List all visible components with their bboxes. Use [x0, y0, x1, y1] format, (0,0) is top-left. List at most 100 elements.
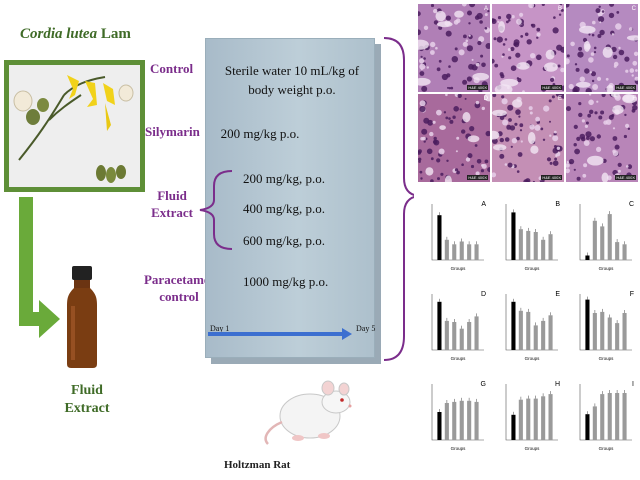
histology-letter: C: [631, 6, 636, 12]
dose-box: [205, 38, 375, 358]
dose-fluid-low: 200 mg/kg, p.o.: [243, 171, 325, 186]
chart-bar: [548, 234, 553, 260]
chart-bar: [600, 394, 605, 440]
chart-bar: [600, 226, 605, 260]
histology-texture: [566, 94, 638, 182]
chart-bar: [607, 317, 612, 350]
dose-paracetamol: 1000 mg/kg p.o.: [243, 274, 329, 289]
histology-tile-a: A H&E 400X: [418, 4, 490, 92]
chart-bar: [437, 215, 442, 260]
chart-bar: [474, 401, 479, 440]
group-label-paracetamol: Paracetamol control: [141, 272, 217, 306]
plant-name: Cordia lutea: [20, 26, 98, 42]
chart-bar: [615, 393, 620, 440]
rat-label: Holtzman Rat: [224, 459, 291, 471]
plant-photo: [4, 60, 145, 192]
chart-bar: [518, 310, 523, 350]
chart-axes: [579, 294, 632, 351]
chart-axes: [505, 384, 558, 441]
chart-xlabel: Groups: [451, 356, 467, 361]
chart-letter: F: [630, 291, 634, 298]
chart-letter: I: [632, 381, 634, 388]
chart-axes: [431, 204, 484, 261]
histology-letter: F: [632, 96, 636, 102]
dose-fluid-high: 600 mg/kg, p.o.: [243, 233, 325, 248]
chart-bar: [622, 393, 627, 440]
chart-bar: [607, 393, 612, 440]
histology-scale-label: H&E 400X: [615, 175, 636, 180]
chart-bar: [615, 242, 620, 260]
chart-bar: [444, 239, 449, 260]
plant-title: Cordia lutea Lam: [20, 26, 150, 43]
chart-bar: [511, 301, 516, 350]
chart-xlabel: Groups: [525, 356, 541, 361]
histology-letter: A: [483, 6, 488, 12]
rat-icon: [264, 380, 352, 445]
chart-bar: [474, 244, 479, 260]
chart-bar: [600, 311, 605, 350]
chart-bar: [533, 232, 538, 260]
dose-control-line2: body weight p.o.: [248, 81, 336, 97]
group-label-silymarin: Silymarin: [145, 124, 200, 139]
day-start-label: Day 1: [210, 324, 230, 333]
chart-bar: [459, 328, 464, 350]
chart-bar: [533, 325, 538, 350]
chart-xlabel: Groups: [599, 446, 615, 451]
chart-letter: A: [481, 201, 486, 208]
chart-axes: [505, 204, 558, 261]
bottle-icon: [67, 266, 97, 368]
chart-bar: [467, 400, 472, 440]
chart-bar: [607, 214, 612, 260]
group-label-fluid-line1: Fluid: [157, 188, 187, 203]
chart-bar: [467, 244, 472, 260]
chart-bar: [444, 320, 449, 350]
green-arrow-stem: [19, 197, 33, 325]
fluid-bracket: [199, 170, 233, 250]
chart-xlabel: Groups: [451, 266, 467, 271]
plant-illustration: [9, 65, 140, 187]
group-label-fluid-extract: Fluid Extract: [147, 188, 197, 222]
chart-letter: E: [555, 291, 560, 298]
chart-axes: [579, 204, 632, 261]
dose-control: Sterile water 10 mL/kg of body weight p.…: [212, 62, 372, 100]
chart-bar: [622, 244, 627, 260]
chart-bar: [526, 230, 531, 260]
chart-axes: [431, 384, 484, 441]
group-label-fluid-line2: Extract: [151, 204, 193, 220]
dose-control-line1: Sterile water 10 mL/kg of: [224, 63, 360, 78]
chart-bar: [615, 323, 620, 350]
chart-bar: [452, 322, 457, 350]
chart-bar: [511, 414, 516, 440]
chart-bar: [518, 229, 523, 260]
chart-bar: [459, 400, 464, 440]
histology-scale-label: H&E 400X: [541, 175, 562, 180]
chart-xlabel: Groups: [599, 266, 615, 271]
day-end-label: Day 5: [356, 324, 376, 333]
dose-fluid-mid: 400 mg/kg, p.o.: [243, 201, 325, 216]
chart-bar: [452, 244, 457, 260]
dose-silymarin: 200 mg/kg p.o.: [220, 126, 300, 141]
histology-scale-label: H&E 400X: [467, 175, 488, 180]
chart-bar: [541, 320, 546, 350]
chart-axes: [431, 294, 484, 351]
chart-letter: B: [555, 201, 560, 208]
histology-texture: [418, 94, 490, 182]
histology-scale-label: H&E 400X: [541, 85, 562, 90]
histology-texture: [418, 4, 490, 92]
chart-bar: [622, 313, 627, 350]
plant-author: Lam: [97, 26, 131, 42]
chart-bar: [548, 394, 553, 440]
histology-scale-label: H&E 400X: [467, 85, 488, 90]
chart-bar: [541, 239, 546, 260]
chart-bar: [452, 401, 457, 440]
